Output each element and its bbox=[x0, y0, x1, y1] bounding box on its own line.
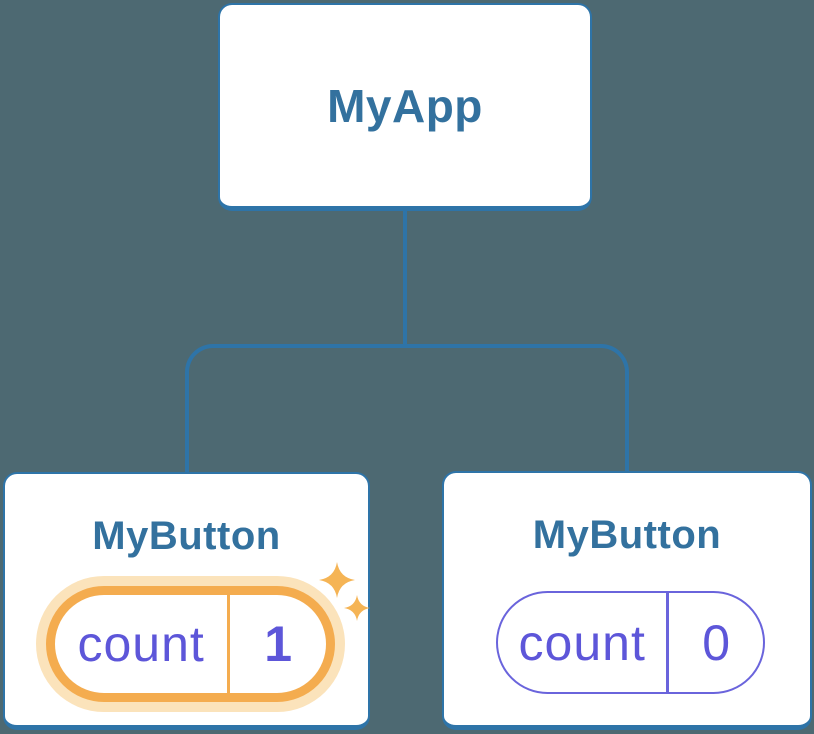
connector-branch bbox=[185, 344, 629, 472]
state-value: 0 bbox=[702, 614, 731, 671]
state-key: count bbox=[77, 616, 205, 672]
node-mybutton-updated-label: MyButton bbox=[92, 514, 281, 558]
state-key: count bbox=[518, 614, 646, 671]
sparkles-icon bbox=[319, 562, 370, 621]
node-myapp: MyApp bbox=[218, 3, 592, 211]
connector-stem bbox=[403, 211, 407, 348]
node-mybutton-plain-label: MyButton bbox=[532, 513, 722, 557]
state-value: 1 bbox=[264, 616, 293, 672]
node-myapp-label: MyApp bbox=[327, 79, 483, 132]
node-mybutton-plain: MyButton count 0 bbox=[442, 471, 812, 730]
node-mybutton-updated: MyButton count 1 bbox=[3, 472, 370, 730]
state-pill-highlighted: count 1 bbox=[46, 586, 335, 702]
pill-divider bbox=[666, 593, 670, 692]
pill-divider bbox=[227, 595, 231, 693]
state-pill: count 0 bbox=[496, 591, 765, 694]
